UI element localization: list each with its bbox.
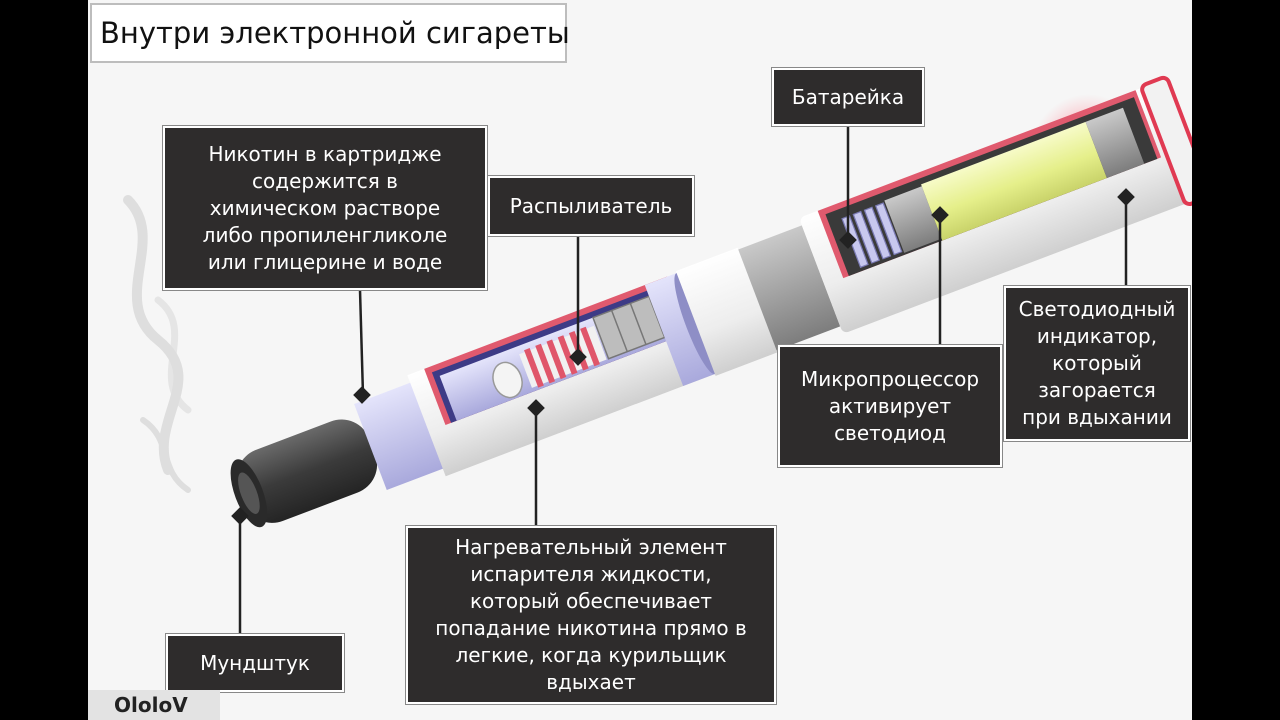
label-led-line: загорается xyxy=(1038,378,1156,402)
microprocessor-chip xyxy=(1085,107,1145,178)
label-nicotine-line: или глицерине и воде xyxy=(207,249,443,274)
battery-cell xyxy=(921,121,1107,241)
label-nicotine-line: содержится в xyxy=(252,168,398,193)
label-mouthpiece-line: Мундштук xyxy=(200,650,310,675)
label-led-line: индикатор, xyxy=(1036,324,1158,348)
grey-sleeve xyxy=(738,225,841,351)
label-heater-line: вдыхает xyxy=(546,670,636,694)
connector-ring xyxy=(675,247,778,376)
label-battery-line: Батарейка xyxy=(791,84,905,109)
heating-coil xyxy=(519,325,607,388)
label-atomizer: Распыливатель xyxy=(488,176,694,236)
label-heater: Нагревательный элемент испарителя жидкос… xyxy=(406,526,776,704)
leader-lines xyxy=(231,125,1135,636)
label-heater-line: который обеспечивает xyxy=(469,589,713,613)
smoke-wisps xyxy=(123,195,192,493)
cartridge-end-disk xyxy=(644,272,715,387)
label-led-line: при вдыхании xyxy=(1022,405,1172,429)
label-heater-line: Нагревательный элемент xyxy=(455,535,727,559)
label-microprocessor-line: Микропроцессор xyxy=(800,366,980,391)
label-led-line: который xyxy=(1052,351,1142,375)
wick-tip xyxy=(492,361,523,399)
label-heater-line: испарителя жидкости, xyxy=(470,562,712,586)
label-nicotine-line: химическом растворе xyxy=(209,195,441,220)
led-cap xyxy=(1140,75,1192,207)
label-microprocessor-line: активирует xyxy=(828,393,952,418)
label-led-indicator: Светодиодный индикатор, который загорает… xyxy=(1004,286,1190,441)
mouthpiece xyxy=(236,419,378,523)
label-heater-line: попадание никотина прямо в xyxy=(435,616,747,640)
label-led-line: Светодиодный xyxy=(1018,297,1176,321)
label-nicotine: Никотин в картридже содержится в химичес… xyxy=(163,126,487,290)
label-nicotine-line: либо пропиленгликоле xyxy=(202,222,448,247)
label-nicotine-line: Никотин в картридже xyxy=(208,141,442,166)
page-title: Внутри электронной сигареты xyxy=(90,3,570,63)
cigarette-body xyxy=(230,75,1192,528)
label-battery: Батарейка xyxy=(772,68,924,126)
e-cigarette-diagram xyxy=(123,75,1192,636)
label-mouthpiece: Мундштук xyxy=(166,634,344,692)
label-microprocessor: Микропроцессор активирует светодиод xyxy=(778,345,1002,467)
label-heater-line: легкие, когда курильщик xyxy=(455,643,727,667)
diagram-stage: Внутри электронной сигареты Батарейка Ни… xyxy=(88,0,1192,720)
label-microprocessor-line: светодиод xyxy=(834,420,946,445)
credit-watermark: OlolоV xyxy=(88,690,220,720)
label-atomizer-line: Распыливатель xyxy=(509,193,673,218)
